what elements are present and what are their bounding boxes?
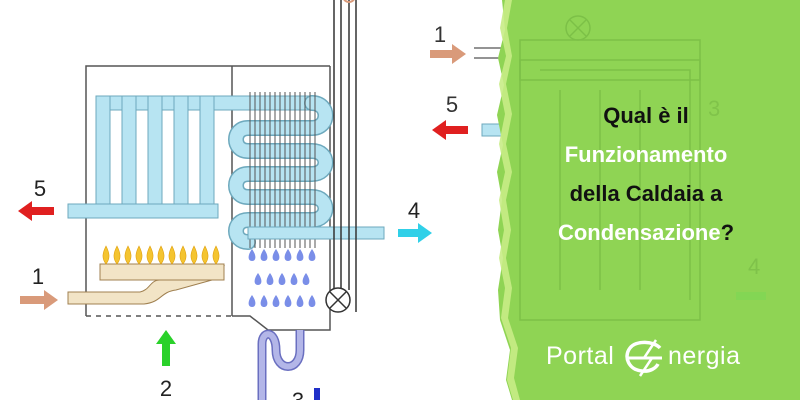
headline: Qual è il Funzionamento della Caldaia a … xyxy=(520,96,772,252)
return-pipe xyxy=(247,226,385,240)
headline-line-3: della Caldaia a xyxy=(569,181,723,206)
chimney-cap-icon xyxy=(343,0,355,3)
headline-line-4-word: Condensazione xyxy=(557,220,721,245)
cold-water-in-arrow xyxy=(398,223,432,243)
logo-text-portal: Portal xyxy=(546,342,615,370)
hot-water-out-arrow xyxy=(18,201,54,221)
label-2: 2 xyxy=(160,376,172,400)
headline-line-1: Qual è il xyxy=(603,103,689,128)
droplet-icon xyxy=(260,249,268,261)
droplet-icon xyxy=(260,295,268,307)
droplet-icon xyxy=(302,273,310,285)
droplet-icon xyxy=(254,273,262,285)
logo-text-nergia: nergia xyxy=(668,342,741,370)
flue-chimney xyxy=(333,0,357,312)
headline-line-2: Funzionamento xyxy=(564,142,728,167)
droplet-icon xyxy=(296,249,304,261)
flame-icon xyxy=(102,245,110,265)
bg-label-1: 1 xyxy=(434,22,446,47)
bg-label-5: 5 xyxy=(446,92,458,117)
gas-in-arrow xyxy=(20,290,58,310)
droplet-icon xyxy=(272,295,280,307)
condensate-droplets xyxy=(248,249,316,307)
ghost-arrow xyxy=(736,292,766,300)
air-in-arrow xyxy=(156,330,176,366)
flame-icon xyxy=(124,245,132,265)
droplet-icon xyxy=(296,295,304,307)
drain-outlet-marker xyxy=(314,388,320,400)
headline-question-mark: ? xyxy=(720,220,735,245)
portalenergia-logo[interactable]: Portal nergia xyxy=(540,338,770,378)
burner xyxy=(67,245,226,305)
flame-icon xyxy=(201,245,209,265)
droplet-icon xyxy=(248,249,256,261)
droplet-icon xyxy=(272,249,280,261)
ghost-boiler-outline xyxy=(519,15,701,321)
label-4: 4 xyxy=(408,198,420,223)
headline-line-4: Condensazione? xyxy=(520,213,772,252)
flame-icon xyxy=(168,245,176,265)
label-5: 5 xyxy=(34,176,46,201)
condensing-heat-exchanger xyxy=(228,92,334,250)
flame-icon xyxy=(212,245,220,265)
droplet-icon xyxy=(284,295,292,307)
droplet-icon xyxy=(308,295,316,307)
droplet-icon xyxy=(278,273,286,285)
bg-label-4: 4 xyxy=(748,254,760,279)
flame-icon xyxy=(190,245,198,265)
label-1: 1 xyxy=(32,264,44,289)
droplet-icon xyxy=(284,249,292,261)
label-3-partial: 3 xyxy=(292,388,304,400)
flame-icon xyxy=(146,245,154,265)
flame-icon xyxy=(179,245,187,265)
droplet-icon xyxy=(248,295,256,307)
flame-icon xyxy=(113,245,121,265)
droplet-icon xyxy=(290,273,298,285)
fan-icon xyxy=(325,287,351,313)
green-background xyxy=(497,0,800,400)
flame-icon xyxy=(135,245,143,265)
primary-heat-exchanger xyxy=(67,95,313,219)
droplet-icon xyxy=(308,249,316,261)
logo-e-symbol-icon xyxy=(625,339,662,377)
flame-icon xyxy=(157,245,165,265)
droplet-icon xyxy=(266,273,274,285)
bg-label-3: 3 xyxy=(708,96,720,121)
